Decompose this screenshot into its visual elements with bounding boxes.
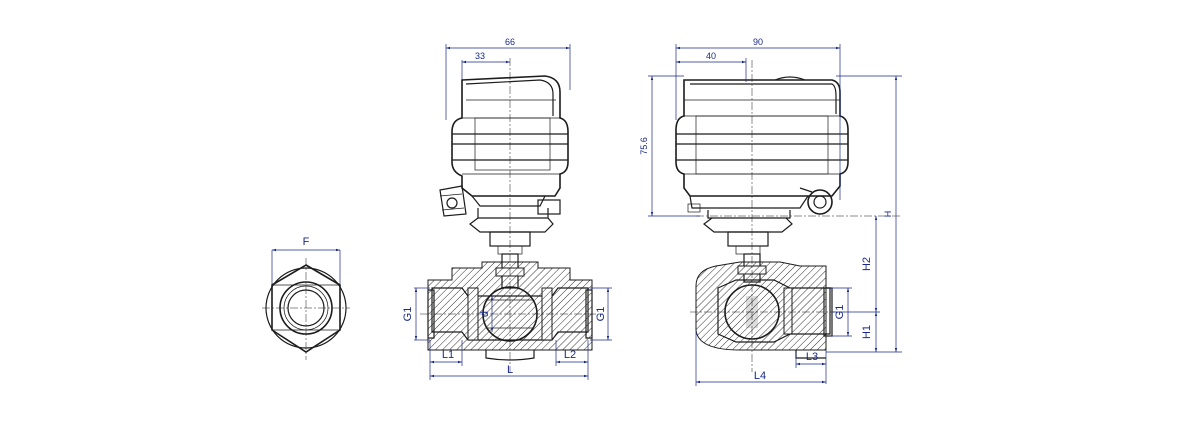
- dim-g1-right-label: G1: [595, 307, 607, 322]
- dim-h-label: H: [883, 211, 893, 218]
- end-view: F: [262, 236, 350, 360]
- front-view: 66 33 G1 G1 d L1 L2 L: [402, 37, 612, 380]
- dim-h2-label: H2: [861, 257, 873, 271]
- coupling-bracket: [469, 217, 554, 233]
- actuator-housing-side: [675, 79, 849, 197]
- dim-l1-label: L1: [442, 349, 454, 361]
- actuator-housing-front: [451, 75, 569, 197]
- dim-l2-label: L2: [564, 349, 576, 361]
- dim-33-label: 33: [475, 51, 485, 61]
- dim-d-label: d: [479, 311, 491, 317]
- dim-l3-label: L3: [806, 351, 818, 363]
- dim-h1-label: H1: [861, 325, 873, 339]
- dim-40-label: 40: [706, 51, 716, 61]
- dim-75-6-label: 75.6: [639, 137, 649, 155]
- dim-l-label: L: [507, 364, 513, 376]
- valve-body-side: [695, 261, 827, 351]
- dim-90-label: 90: [753, 37, 763, 47]
- dim-l4-label: L4: [754, 370, 766, 382]
- dim-f-label: F: [303, 236, 310, 248]
- dim-g1-left-label: G1: [402, 307, 414, 322]
- cable-gland-side: [807, 189, 833, 215]
- cable-gland: [439, 185, 467, 217]
- dim-66-label: 66: [505, 37, 515, 47]
- side-view: 90 40 75.6 H H2 H1 G1 L3 L: [639, 37, 902, 386]
- coupling-side: [703, 217, 793, 233]
- dim-g1-side-label: G1: [834, 305, 846, 320]
